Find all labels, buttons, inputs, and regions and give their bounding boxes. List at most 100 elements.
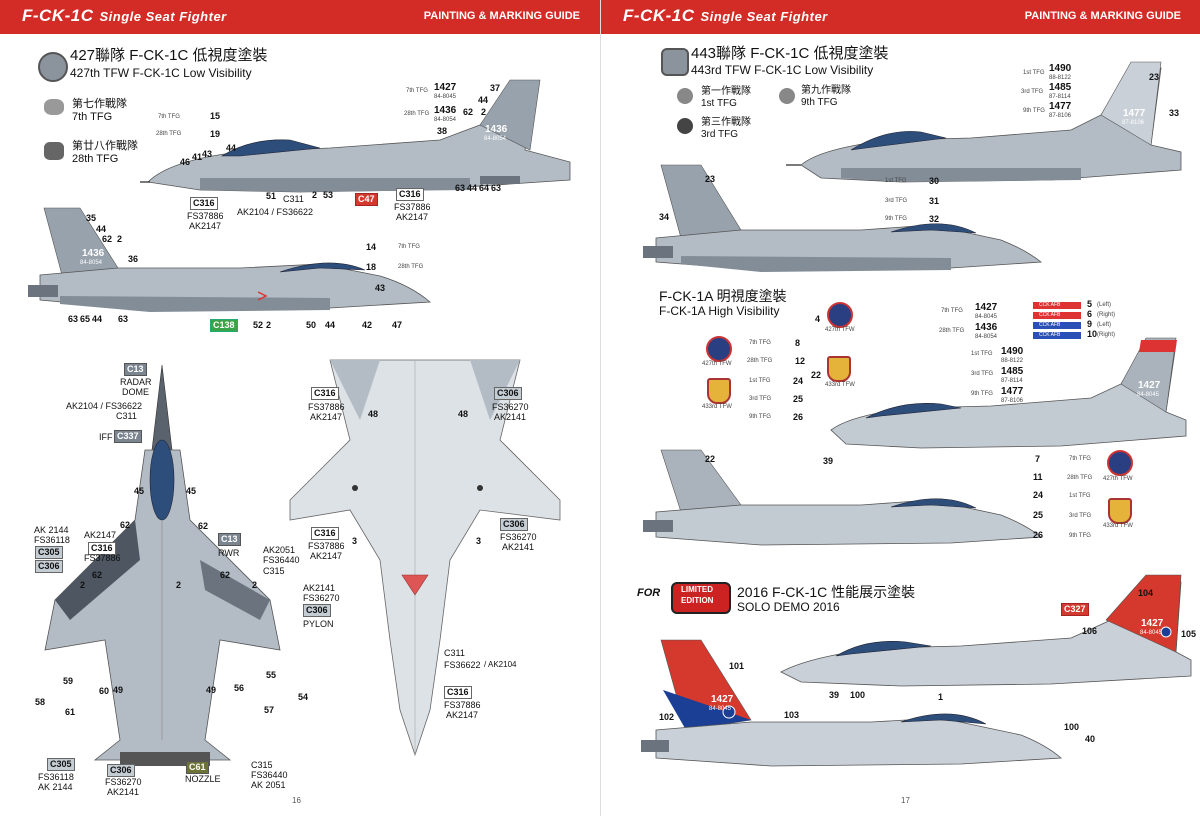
color-c316-a: C316 [190,197,218,210]
tailcode-7tfg-serial: 1427 [434,82,457,93]
hv-top-label: 7th TFG [941,308,963,314]
callout: 106 [1082,626,1098,636]
hva-label: 9th TFG [749,414,771,420]
callout: 52 [253,320,264,330]
hvb-num: 26 [1033,530,1044,540]
callout: 62 [220,570,231,580]
squadron-7-cn: 第七作戰隊 [72,98,127,110]
hv-num-22: 22 [811,370,822,380]
callout: 62 [463,107,474,117]
squad1-en: 1st TFG [701,98,737,109]
color-fs37886-bv2: FS37886 [308,541,345,551]
side2-legend-label: 7th TFG [398,244,420,250]
hv-top-label: 28th TFG [939,328,965,334]
color-c306-bv1: C306 [494,387,522,400]
hv-433-small-label: 433rd TFW [702,404,732,410]
hv-side-views [643,337,1187,546]
hvb-label: 1st TFG [1069,493,1091,499]
hvb-label: 9th TFG [1069,533,1091,539]
tailcode-28tfg-sub: 84-8054 [434,117,457,123]
hva-label: 1st TFG [749,378,771,384]
color-c306-bottom: C306 [107,764,135,777]
callout: 2 [266,320,272,330]
hvb-label: 7th TFG [1069,456,1091,462]
color-ak2104-fs36622-a: AK2104 / FS36622 [237,207,314,217]
hv-top-serial: 1427 [975,302,998,313]
callout: 49 [206,685,217,695]
hv-bot-serial: 1485 [1001,366,1024,377]
color-c47: C47 [355,193,378,206]
callout: 104 [1138,588,1154,598]
callout: 59 [63,676,74,686]
color-c316-bv2: C316 [311,527,339,540]
color-c13-rwr: C13 [218,533,241,546]
callout: 39 [829,690,840,700]
hvb-427-label: 427th TFW [1103,476,1133,482]
callout: 46 [180,157,191,167]
callout: 34 [659,212,670,222]
callout: 50 [306,320,317,330]
hv-ribbon [1033,312,1081,319]
color-fs36118-top: FS36118 [34,535,70,545]
top-wing-camo-l [55,520,140,620]
unit443-title-en: 443rd TFW F-CK-1C Low Visibility [691,63,874,77]
tailcode-28tfg-serial: 1436 [434,105,457,116]
callout: 62 [92,570,103,580]
callout: 36 [128,254,139,264]
r-code2-serial: 1485 [1049,82,1072,93]
demo-title-en: SOLO DEMO 2016 [737,600,840,614]
callout: 38 [437,126,448,136]
wing-427-emblem-icon [827,302,853,328]
color-c311-top: C311 [116,411,137,421]
tailcode-7tfg-label: 7th TFG [406,88,428,94]
callout: 45 [134,486,145,496]
callout: 63 [491,183,502,193]
color-c316-bv1: C316 [311,387,339,400]
callout: 44 [92,314,103,324]
hvb-num: 7 [1035,454,1041,464]
lv-legend-num: 31 [929,196,940,206]
squadron-7-icon [44,99,64,115]
hvb-num: 11 [1033,472,1043,482]
hva-label: 3rd TFG [749,396,772,402]
demo-serial-2: 1427 [711,694,734,705]
hv-bot-sub: 88-8122 [1001,358,1024,364]
callout: 100 [850,690,866,700]
demo-tail-serial: 1427 [1141,618,1164,629]
r-tail-sub: 87-8106 [1122,120,1145,126]
color-ak2141-bottom: AK2141 [107,787,140,797]
demo-color-c327: C327 [1061,603,1089,616]
color-fs37886-a: FS37886 [187,211,224,221]
callout: 44 [325,320,336,330]
header-guide: PAINTING & MARKING GUIDE [423,10,580,22]
lv-legend-label: 1st TFG [885,178,907,184]
hv-ribbon [1033,322,1081,329]
tail2-sub: 84-8054 [80,260,103,266]
callout: 48 [458,409,469,419]
callout: 53 [323,190,334,200]
callout: 1 [938,692,944,702]
badge-line1: LIMITED [681,585,713,594]
color-ak2104-bv: / AK2104 [484,660,517,669]
r-side-view-2 [643,164,1043,272]
callout: 37 [490,83,501,93]
color-fs37886-bv1: FS37886 [308,402,345,412]
hvb-label: 3rd TFG [1069,513,1092,519]
wing-433-emblem-small-icon [707,378,731,404]
color-c13-top: C13 [124,363,147,376]
hv-bot-sub: 87-8106 [1001,398,1024,404]
wing-427-emblem-small-icon [706,336,732,362]
demo-for-label: FOR [637,587,661,599]
hv-bot-serial: 1477 [1001,386,1024,397]
hv-ribbon-text: CCK AFB [1039,332,1061,338]
r-code3-label: 9th TFG [1023,108,1045,114]
limited-edition-badge [671,582,731,614]
callout: 3 [476,536,482,546]
hv-ribbon-text: CCK AFB [1039,312,1061,318]
callout: 43 [202,149,213,159]
color-c306-bv2: C306 [500,518,528,531]
